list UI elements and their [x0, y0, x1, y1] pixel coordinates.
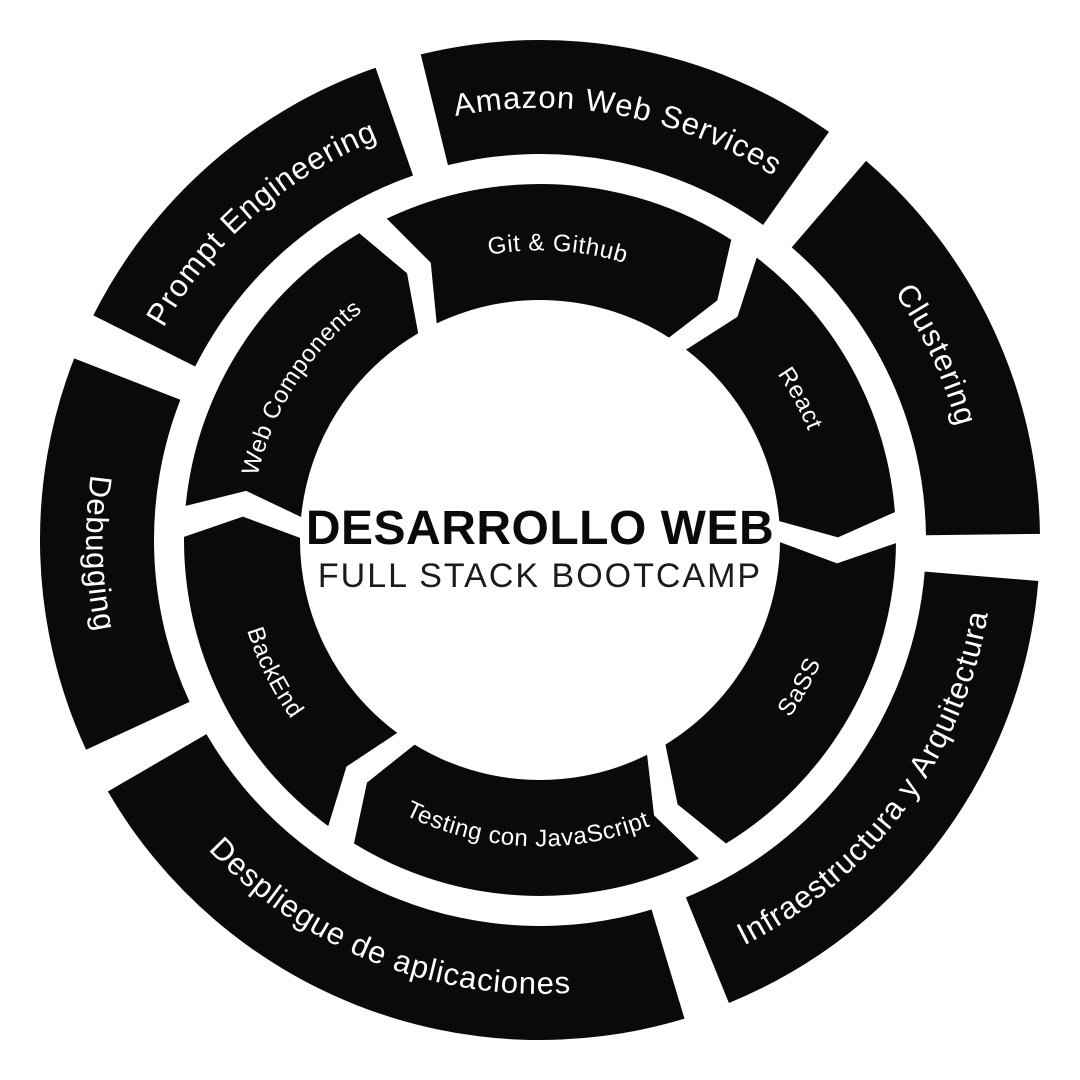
outer-ring-segment-infraestructura-y-arquitectura [685, 571, 1039, 1003]
outer-ring-segment-debugging [39, 358, 190, 750]
center-title: DESARROLLO WEB [306, 502, 774, 555]
center-subtitle: FULL STACK BOOTCAMP [318, 557, 762, 595]
outer-ring-segment-prompt-engineering [93, 67, 414, 367]
inner-ring-segment-web-components [185, 233, 419, 517]
inner-ring-segment-backend [183, 516, 398, 827]
outer-ring-segment-amazon-web-services [420, 39, 829, 225]
outer-ring-segment-clustering [791, 160, 1040, 536]
inner-ring-segment-react [686, 257, 895, 538]
inner-ring-segment-sass [665, 542, 896, 844]
inner-ring-segment-testing-con-javascript [353, 744, 699, 897]
outer-ring-segment-despliegue-de-aplicaciones [107, 734, 685, 1041]
inner-ring-segment-git-github [386, 183, 732, 338]
